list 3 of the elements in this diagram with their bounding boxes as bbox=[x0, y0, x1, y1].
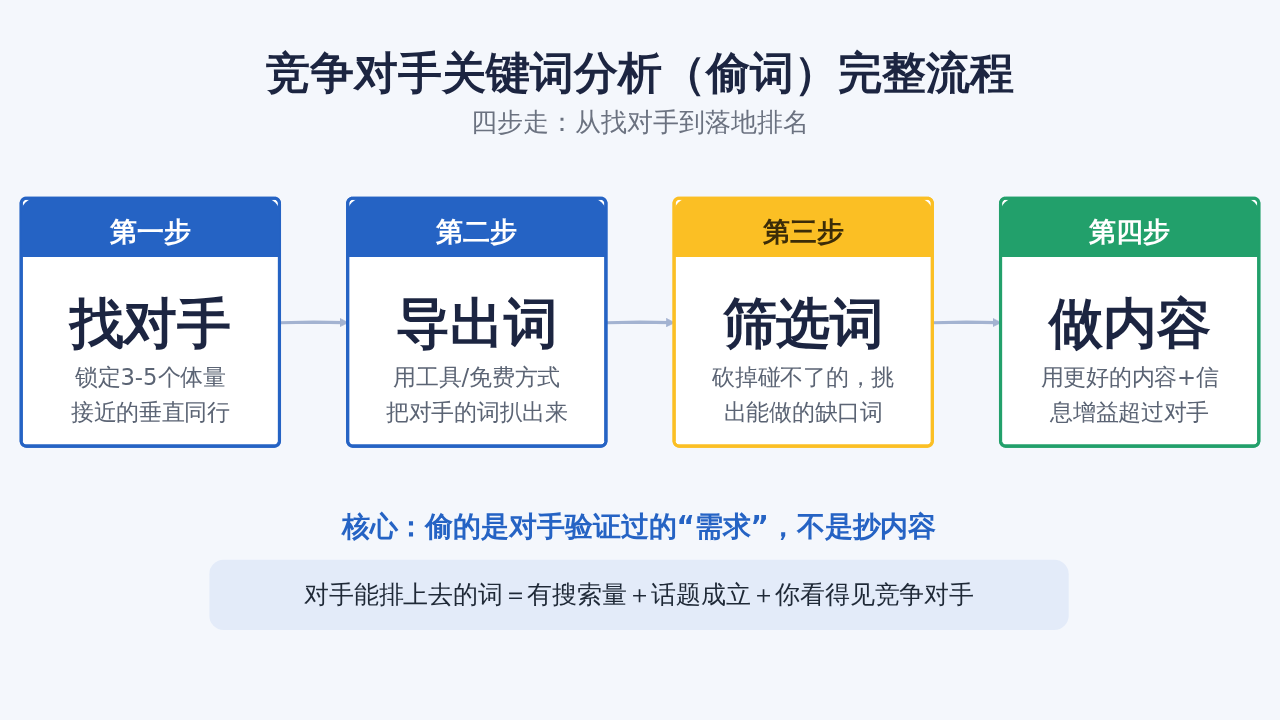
node-label: 核心：偷的是对手验证过的“需求”，不是抄内容 bbox=[341, 510, 937, 543]
subtitle: 四步走：从找对手到落地排名 bbox=[471, 106, 809, 139]
title: 竞争对手关键词分析（偷词）完整流程 bbox=[266, 46, 1014, 100]
